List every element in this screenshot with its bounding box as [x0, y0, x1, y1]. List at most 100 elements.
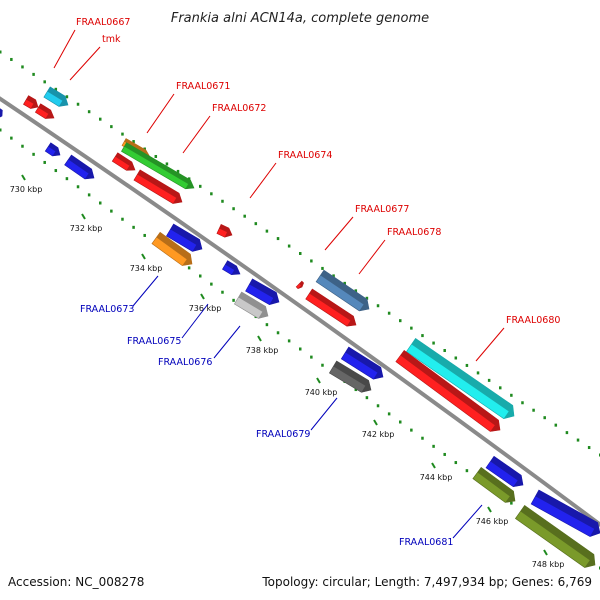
- track-dot: [76, 102, 80, 106]
- gene-label[interactable]: FRAAL0675: [127, 336, 181, 347]
- gene-arrow-reverse[interactable]: [151, 231, 193, 266]
- track-dot: [432, 444, 435, 448]
- track-dot: [99, 201, 102, 205]
- gene-callout-fraal0675[interactable]: FRAAL0675: [127, 303, 209, 347]
- gene-arrow-forward[interactable]: [305, 288, 357, 327]
- track-dot: [232, 298, 235, 302]
- track-dot: [299, 347, 302, 351]
- gene-arrow-reverse[interactable]: [530, 489, 600, 537]
- track-dot: [276, 237, 280, 241]
- gene-arrow-reverse[interactable]: [222, 260, 241, 275]
- gene-label[interactable]: FRAAL0680: [506, 315, 560, 326]
- leader-line: [146, 93, 175, 134]
- gene-arrow-forward[interactable]: [111, 152, 136, 171]
- scale-tick: [257, 335, 262, 342]
- track-dot: [354, 388, 358, 392]
- gene-arrow-shade: [345, 347, 383, 380]
- gene-label[interactable]: FRAAL0681: [399, 537, 453, 548]
- track-dot: [499, 386, 502, 390]
- track-dot: [387, 412, 391, 416]
- track-dot: [0, 128, 2, 132]
- gene-label[interactable]: FRAAL0667: [76, 17, 130, 28]
- gene-arrow-reverse[interactable]: [166, 223, 203, 252]
- gene-arrow-reverse[interactable]: [245, 278, 280, 305]
- track-dot: [10, 136, 13, 140]
- gene-callout-fraal0671[interactable]: FRAAL0671: [146, 81, 230, 134]
- gene-arrow-shade: [68, 155, 94, 179]
- gene-arrow-shade: [400, 350, 500, 432]
- gene-label[interactable]: FRAAL0672: [212, 103, 266, 114]
- gene-callout-tmk[interactable]: tmk: [69, 34, 121, 81]
- track-dot: [421, 334, 424, 338]
- gene-arrow-shade: [137, 169, 182, 204]
- gene-callout-fraal0677[interactable]: FRAAL0677: [324, 204, 409, 251]
- gene-label[interactable]: FRAAL0673: [80, 304, 134, 315]
- track-dot: [343, 281, 346, 285]
- gene-arrow-forward[interactable]: [121, 142, 195, 190]
- track-dot: [421, 436, 424, 440]
- gene-arrow-reverse[interactable]: [64, 154, 95, 180]
- leader-line: [475, 327, 505, 362]
- gene-callouts: FRAAL0667 tmkFRAAL0671FRAAL0672FRAAL0674F…: [53, 17, 560, 548]
- gene-label[interactable]: FRAAL0674: [278, 150, 332, 161]
- gene-arrow-reverse[interactable]: [233, 291, 269, 319]
- gene-callout-fraal0673[interactable]: FRAAL0673: [80, 275, 159, 315]
- gene-callout-fraal0679[interactable]: FRAAL0679: [256, 397, 338, 440]
- gene-label[interactable]: FRAAL0678: [387, 227, 441, 238]
- gene-arrow-reverse[interactable]: [485, 455, 524, 488]
- gene-arrow-shade: [477, 467, 515, 503]
- map-title: Frankia alni ACN14a, complete genome: [171, 11, 429, 26]
- gene-label[interactable]: FRAAL0679: [256, 429, 310, 440]
- track-dot: [65, 95, 69, 99]
- track-dot: [165, 162, 169, 166]
- gene-arrow-forward[interactable]: [23, 95, 39, 109]
- track-dot: [443, 349, 446, 353]
- gene-label[interactable]: FRAAL0677: [355, 204, 409, 215]
- track-dot: [454, 356, 458, 360]
- track-dot: [410, 428, 413, 432]
- track-dot: [232, 207, 235, 211]
- gene-arrow-forward[interactable]: [34, 103, 55, 119]
- gene-arrow-reverse[interactable]: [328, 360, 372, 393]
- gene-arrow-forward[interactable]: [406, 337, 515, 419]
- gene-arrow-forward[interactable]: [315, 269, 370, 312]
- gene-arrow-reverse[interactable]: [472, 466, 516, 503]
- track-dot: [532, 408, 535, 412]
- track-dot: [376, 404, 380, 408]
- gene-arrow-reverse[interactable]: [0, 108, 3, 119]
- track-dot: [110, 209, 113, 213]
- accession-text: Accession: NC_008278: [8, 575, 144, 589]
- gene-callout-fraal0667[interactable]: FRAAL0667: [53, 17, 130, 69]
- track-dot: [199, 274, 202, 278]
- gene-label[interactable]: FRAAL0676: [158, 357, 212, 368]
- gene-callout-fraal0681[interactable]: FRAAL0681: [399, 504, 483, 548]
- gene-arrow-forward[interactable]: [295, 280, 304, 289]
- tick-label: 732 kbp: [70, 224, 103, 233]
- gene-callout-fraal0674[interactable]: FRAAL0674: [249, 150, 332, 199]
- gene-label[interactable]: FRAAL0671: [176, 81, 230, 92]
- gene-arrow-forward[interactable]: [133, 169, 183, 204]
- track-dot: [121, 217, 124, 221]
- leader-line: [358, 239, 386, 275]
- track-dot: [254, 222, 258, 226]
- leader-line: [181, 303, 209, 339]
- gene-arrow-shade: [411, 338, 514, 419]
- scale-tick: [200, 293, 205, 300]
- gene-callout-fraal0680[interactable]: FRAAL0680: [475, 315, 560, 362]
- gene-callout-fraal0672[interactable]: FRAAL0672: [182, 103, 266, 154]
- track-dot: [32, 72, 35, 76]
- gene-arrow-reverse[interactable]: [514, 505, 596, 568]
- track-dot: [43, 80, 46, 84]
- gene-arrow-forward[interactable]: [216, 224, 233, 238]
- gene-arrow-shade: [520, 505, 595, 568]
- gene-callout-fraal0678[interactable]: FRAAL0678: [358, 227, 441, 275]
- gene-arrow-reverse[interactable]: [44, 142, 61, 157]
- gene-arrow-forward[interactable]: [43, 86, 69, 107]
- gene-arrow-forward[interactable]: [395, 349, 501, 432]
- gene-callout-fraal0676[interactable]: FRAAL0676: [158, 325, 241, 368]
- track-dot: [487, 378, 491, 382]
- gene-label[interactable]: tmk: [102, 34, 121, 45]
- track-dot: [310, 355, 313, 359]
- gene-arrow-reverse[interactable]: [340, 346, 384, 380]
